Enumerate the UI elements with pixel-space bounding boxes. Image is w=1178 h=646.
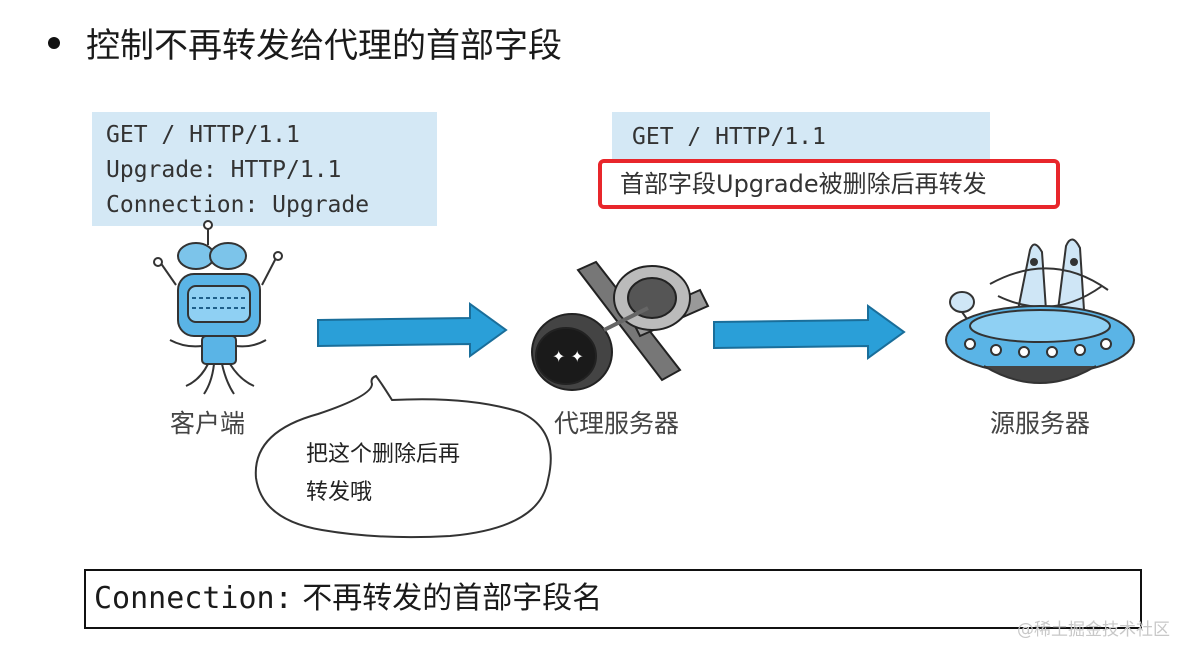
proxy-request-box: GET / HTTP/1.1 <box>612 112 990 162</box>
heading-text: 控制不再转发给代理的首部字段 <box>86 26 562 66</box>
client-label: 客户端 <box>170 409 246 438</box>
arrow-right-icon <box>317 302 508 358</box>
connection-field-description: 不再转发的首部字段名 <box>292 581 603 616</box>
speech-bubble-text: 把这个删除后再 转发哦 <box>306 436 516 512</box>
proxy-request-line: GET / HTTP/1.1 <box>632 124 826 150</box>
proxy-server-icon: ✦ ✦ <box>531 260 710 391</box>
client-request-line: Connection: Upgrade <box>106 192 370 218</box>
connection-definition-box: Connection: 不再转发的首部字段名 <box>84 569 1142 629</box>
svg-text:✦ ✦: ✦ ✦ <box>552 347 584 366</box>
client-robot-icon <box>153 220 283 395</box>
speech-bubble <box>254 374 552 539</box>
speech-bubble-line: 把这个删除后再 <box>306 442 461 467</box>
client-request-line: GET / HTTP/1.1 <box>106 122 300 148</box>
client-request-line: Upgrade: HTTP/1.1 <box>106 157 342 183</box>
bullet-icon <box>48 36 60 49</box>
origin-label: 源服务器 <box>990 409 1091 438</box>
connection-field-name: Connection: <box>94 581 293 616</box>
heading: 控制不再转发给代理的首部字段 <box>48 18 562 67</box>
client-request-box: GET / HTTP/1.1 Upgrade: HTTP/1.1 Connect… <box>92 112 437 226</box>
speech-bubble-line: 转发哦 <box>306 480 373 505</box>
watermark: @稀土掘金技术社区 <box>1017 620 1170 640</box>
proxy-note-box: 首部字段Upgrade被删除后再转发 <box>598 159 1060 209</box>
arrow-right-icon <box>713 304 906 360</box>
proxy-label: 代理服务器 <box>554 409 680 438</box>
origin-server-icon <box>945 238 1135 384</box>
